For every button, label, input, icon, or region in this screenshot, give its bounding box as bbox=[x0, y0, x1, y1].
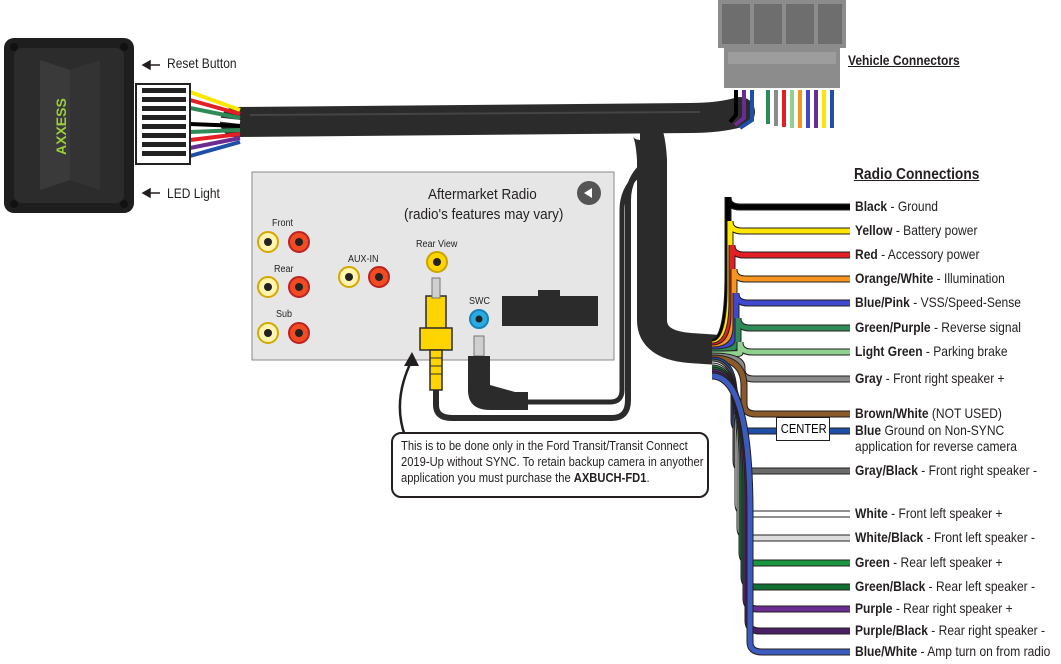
wire-color-name: Orange/White bbox=[855, 270, 934, 286]
wire-function: - Rear right speaker - bbox=[927, 622, 1046, 638]
wire-function: - Rear left speaker + bbox=[889, 554, 1003, 570]
wire-label-11: White - Front left speaker + bbox=[855, 505, 1003, 521]
wire-label-17: Blue/White - Amp turn on from radio bbox=[855, 643, 1050, 659]
wire-label-12: White/Black - Front left speaker - bbox=[855, 529, 1035, 545]
wire-function: - Front left speaker + bbox=[887, 505, 1003, 521]
wire-color-name: White bbox=[855, 505, 888, 521]
aux-in-label: AUX-IN bbox=[348, 254, 379, 265]
rear-view-label: Rear View bbox=[416, 239, 458, 250]
wire-function-line2: application for reverse camera bbox=[855, 438, 1017, 454]
front-label: Front bbox=[272, 218, 294, 229]
wire-color-name: White/Black bbox=[855, 529, 924, 545]
wire-function: - VSS/Speed-Sense bbox=[909, 294, 1021, 310]
radio-title-line1: Aftermarket Radio bbox=[428, 186, 537, 203]
wire-function: - Battery power bbox=[892, 222, 978, 238]
rca-jacks bbox=[257, 231, 489, 344]
axxess-module: AXXESS bbox=[4, 38, 191, 213]
wire-4 bbox=[711, 292, 850, 353]
wire-color-name: Green/Purple bbox=[855, 319, 931, 335]
wire-color-name: Blue/Pink bbox=[855, 294, 910, 310]
note-box: This is to be done only in the Ford Tran… bbox=[391, 432, 709, 498]
wire-function: Ground on Non-SYNC bbox=[881, 422, 1005, 438]
center-label-box: CENTER bbox=[776, 417, 830, 441]
wire-function: - Ground bbox=[887, 198, 938, 214]
wire-color-name: Brown/White bbox=[855, 405, 929, 421]
module-label-arrows bbox=[141, 59, 160, 199]
wire-color-name: Yellow bbox=[855, 222, 893, 238]
wire-17 bbox=[711, 373, 850, 655]
wire-color-name: Green/Black bbox=[855, 578, 926, 594]
vehicle-connectors-label: Vehicle Connectors bbox=[848, 52, 960, 68]
wire-color-name: Green bbox=[855, 554, 890, 570]
wire-function: - Reverse signal bbox=[930, 319, 1021, 335]
sub-label: Sub bbox=[276, 309, 293, 320]
wire-label-3: Orange/White - Illumination bbox=[855, 270, 1005, 286]
wire-label-10: Gray/Black - Front right speaker - bbox=[855, 462, 1037, 478]
note-end: . bbox=[646, 470, 650, 485]
reset-button-label: Reset Button bbox=[167, 55, 237, 71]
note-part-number: AXBUCH-FD1 bbox=[573, 470, 647, 485]
wire-color-name: Blue bbox=[855, 422, 882, 438]
rear-label: Rear bbox=[274, 264, 294, 275]
note-arrow bbox=[398, 352, 419, 437]
wire-color-name: Purple bbox=[855, 600, 893, 616]
module-brand-text: AXXESS bbox=[53, 98, 69, 155]
wire-8 bbox=[711, 355, 850, 417]
wire-function: - Illumination bbox=[933, 270, 1005, 286]
wire-function: - Front right speaker - bbox=[917, 462, 1038, 478]
wire-function: - Amp turn on from radio bbox=[917, 643, 1051, 659]
radio-connections-label: Radio Connections bbox=[854, 166, 980, 183]
wire-function: - Front left speaker - bbox=[923, 529, 1035, 545]
wire-label-1: Yellow - Battery power bbox=[855, 222, 977, 238]
note-text: This is to be done only in the Ford Tran… bbox=[401, 438, 704, 485]
wire-function: - Rear left speaker - bbox=[925, 578, 1036, 594]
wire-color-name: Blue/White bbox=[855, 643, 918, 659]
wire-color-name: Purple/Black bbox=[855, 622, 928, 638]
vehicle-connector bbox=[718, 0, 846, 130]
wire-label-4: Blue/Pink - VSS/Speed-Sense bbox=[855, 294, 1021, 310]
wire-label-16: Purple/Black - Rear right speaker - bbox=[855, 622, 1045, 638]
wire-label-14: Green/Black - Rear left speaker - bbox=[855, 578, 1035, 594]
center-label: CENTER bbox=[780, 421, 827, 436]
wire-color-name: Gray/Black bbox=[855, 462, 918, 478]
wire-color-name: Light Green bbox=[855, 343, 923, 359]
wire-function: - Parking brake bbox=[922, 343, 1008, 359]
module-pigtail bbox=[189, 90, 241, 158]
radio-harness-wires bbox=[711, 196, 850, 656]
led-light-label: LED Light bbox=[167, 185, 220, 201]
wire-label-15: Purple - Rear right speaker + bbox=[855, 600, 1013, 616]
swc-label: SWC bbox=[469, 296, 491, 307]
radio-title-line2: (radio's features may vary) bbox=[404, 206, 564, 223]
wire-label-7: Gray - Front right speaker + bbox=[855, 370, 1005, 386]
wire-color-name: Red bbox=[855, 246, 878, 262]
wire-label-0: Black - Ground bbox=[855, 198, 938, 214]
wire-label-5: Green/Purple - Reverse signal bbox=[855, 319, 1021, 335]
wire-label-8: Brown/White (NOT USED) bbox=[855, 405, 1002, 421]
wire-function: - Rear right speaker + bbox=[892, 600, 1013, 616]
wire-label-6: Light Green - Parking brake bbox=[855, 343, 1008, 359]
wire-color-name: Black bbox=[855, 198, 888, 214]
note-text-wrap: This is to be done only in the Ford Tran… bbox=[401, 438, 704, 486]
wire-function: - Accessory power bbox=[877, 246, 980, 262]
swc-cable bbox=[468, 167, 647, 410]
wire-color-name: Gray bbox=[855, 370, 883, 386]
wire-label-2: Red - Accessory power bbox=[855, 246, 979, 262]
wire-function: - Front right speaker + bbox=[882, 370, 1005, 386]
wire-function: (NOT USED) bbox=[928, 405, 1002, 421]
wire-label-13: Green - Rear left speaker + bbox=[855, 554, 1003, 570]
